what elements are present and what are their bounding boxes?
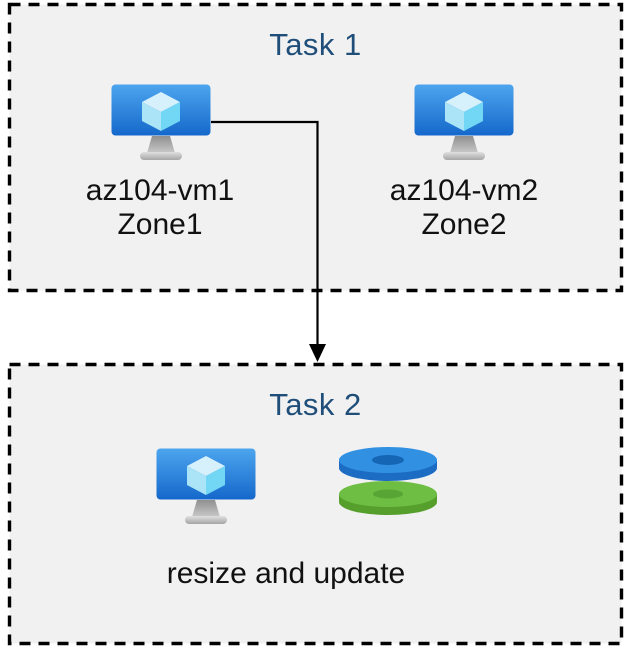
task1-title: Task 1 [269,27,362,62]
task2-title: Task 2 [269,387,362,422]
task2-caption: resize and update [166,557,406,590]
vm1-name: az104-vm1 [85,174,235,207]
vm2-virtual-machine-icon [414,84,514,160]
down-arrowhead-icon [309,344,326,362]
vm1-label: az104-vm1 Zone1 [50,174,270,242]
stacked-disks-icon [339,447,437,515]
vm1-virtual-machine-icon [111,84,211,160]
task2-virtual-machine-icon [156,448,256,524]
vm2-label: az104-vm2 Zone2 [354,174,574,242]
vm2-name: az104-vm2 [389,174,539,207]
task2-box [7,362,624,646]
vm2-zone: Zone2 [421,208,507,241]
task1-box [7,2,624,293]
connector-line [211,120,319,346]
vm1-zone: Zone1 [117,208,203,241]
